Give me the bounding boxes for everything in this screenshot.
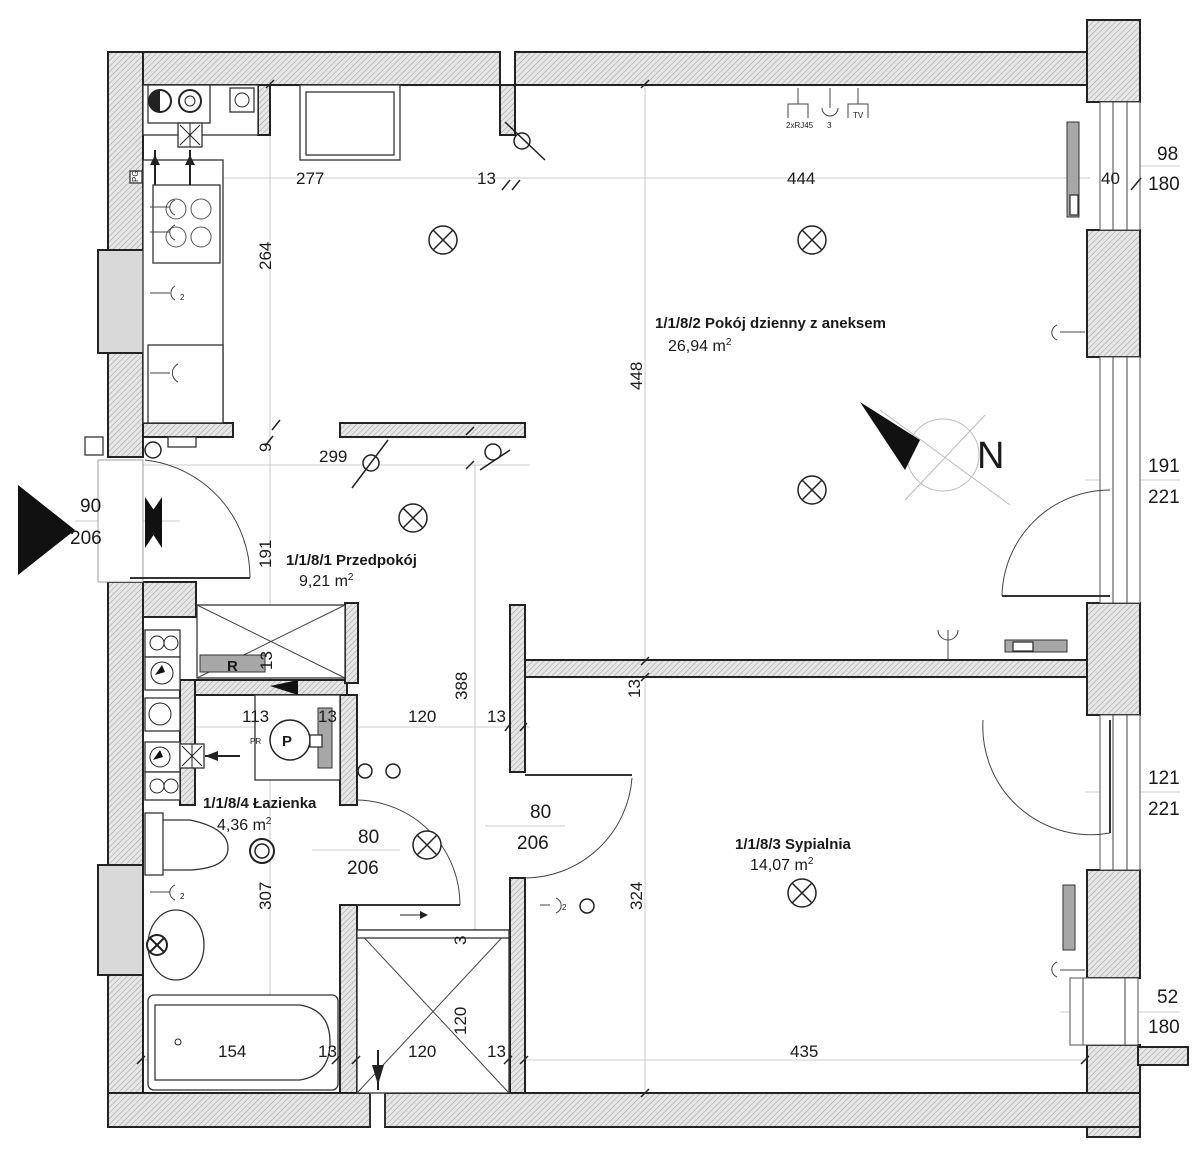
label-sock-kitchen: 2 bbox=[180, 293, 185, 302]
room-name-bedroom: 1/1/8/3 Sypialnia bbox=[735, 836, 852, 853]
label-pr: PR bbox=[250, 737, 261, 746]
dim-kitchen-depth: 264 bbox=[256, 242, 275, 270]
door-1-height: 206 bbox=[347, 858, 379, 879]
dim-hall-13: 13 bbox=[487, 707, 506, 726]
entrance-arrow-icon bbox=[18, 485, 75, 575]
guide-lines bbox=[75, 82, 1180, 1090]
label-r: R bbox=[227, 658, 238, 675]
compass: N bbox=[860, 402, 1011, 506]
room-area-bedroom: 14,07 m2 bbox=[750, 856, 814, 874]
dim-living-depth: 448 bbox=[627, 362, 646, 390]
dim-wall-13-top: 13 bbox=[477, 169, 496, 188]
window-1-width: 98 bbox=[1157, 144, 1178, 165]
dim-bottom-13-a: 13 bbox=[318, 1042, 337, 1061]
window-4-height: 180 bbox=[1148, 1017, 1180, 1038]
window-3-width: 121 bbox=[1148, 768, 1180, 789]
label-sock3: 3 bbox=[827, 121, 832, 130]
ceiling-light-icon bbox=[249, 225, 827, 908]
dim-closet-120-v: 120 bbox=[451, 1007, 470, 1035]
kitchen-counter bbox=[142, 84, 401, 424]
entrance-width: 90 bbox=[80, 496, 101, 517]
dimension-labels: 277 13 444 40 264 448 9 299 191 388 13 1… bbox=[136, 79, 1142, 1098]
dim-closet-3: 3 bbox=[451, 936, 470, 945]
room-area-living: 26,94 m2 bbox=[668, 337, 732, 355]
dim-closet-120-h: 120 bbox=[408, 1042, 436, 1061]
dim-kitchen-width: 277 bbox=[296, 169, 324, 188]
label-sock-bath: 2 bbox=[180, 892, 185, 901]
dim-bed-width: 435 bbox=[790, 1042, 818, 1061]
label-rj45: 2xRJ45 bbox=[786, 121, 814, 130]
dim-bath-depth: 307 bbox=[256, 882, 275, 910]
dim-wardrobe-13: 13 bbox=[257, 651, 276, 670]
door-2-height: 206 bbox=[517, 833, 549, 854]
label-pg: PG bbox=[131, 170, 140, 182]
entrance-height: 206 bbox=[70, 528, 102, 549]
room-area-bath: 4,36 m2 bbox=[217, 816, 272, 834]
bathroom-fixtures bbox=[144, 604, 510, 1127]
dim-bed-depth: 324 bbox=[627, 882, 646, 910]
room-name-living: 1/1/8/2 Pokój dzienny z aneksem bbox=[655, 315, 886, 332]
room-name-bath: 1/1/8/4 Łazienka bbox=[203, 795, 317, 812]
symbol-labels: 2xRJ45 3 TV PG PR P R 2 2 2 bbox=[131, 111, 864, 912]
door-swings bbox=[130, 459, 1111, 906]
window-2-width: 191 bbox=[1148, 456, 1180, 477]
window-1-height: 180 bbox=[1148, 174, 1180, 195]
dim-bed-wall-13: 13 bbox=[625, 679, 644, 698]
dim-hall-total-depth: 388 bbox=[452, 672, 471, 700]
door-1-width: 80 bbox=[358, 827, 379, 848]
dim-bath-width: 154 bbox=[218, 1042, 246, 1061]
label-sock-bed: 2 bbox=[562, 903, 567, 912]
dim-window-offset: 40 bbox=[1101, 169, 1120, 188]
electrical-symbols bbox=[84, 88, 1085, 978]
dim-bottom-13-b: 13 bbox=[487, 1042, 506, 1061]
door-2-width: 80 bbox=[530, 802, 551, 823]
dim-bath-top-13: 13 bbox=[318, 707, 337, 726]
room-labels: 1/1/8/2 Pokój dzienny z aneksem 26,94 m2… bbox=[203, 315, 886, 874]
dim-bath-top-113: 113 bbox=[242, 707, 269, 726]
label-p: P bbox=[282, 733, 292, 750]
room-name-hall: 1/1/8/1 Przedpokój bbox=[286, 552, 417, 569]
dim-hall-120: 120 bbox=[408, 707, 436, 726]
windows bbox=[97, 101, 1141, 1046]
room-area-hall: 9,21 m2 bbox=[299, 572, 354, 590]
dim-hall-width: 299 bbox=[319, 447, 347, 466]
window-2-height: 221 bbox=[1148, 487, 1180, 508]
dim-wall-9: 9 bbox=[256, 443, 275, 452]
window-3-height: 221 bbox=[1148, 799, 1180, 820]
walls bbox=[97, 19, 1189, 1138]
dim-living-width: 444 bbox=[787, 169, 815, 188]
compass-label: N bbox=[977, 435, 1004, 477]
window-4-width: 52 bbox=[1157, 987, 1178, 1008]
opening-labels: 90 206 98 180 191 221 121 221 52 180 80 … bbox=[70, 144, 1180, 1038]
label-tv: TV bbox=[853, 111, 864, 120]
dim-hall-depth: 191 bbox=[256, 540, 275, 568]
